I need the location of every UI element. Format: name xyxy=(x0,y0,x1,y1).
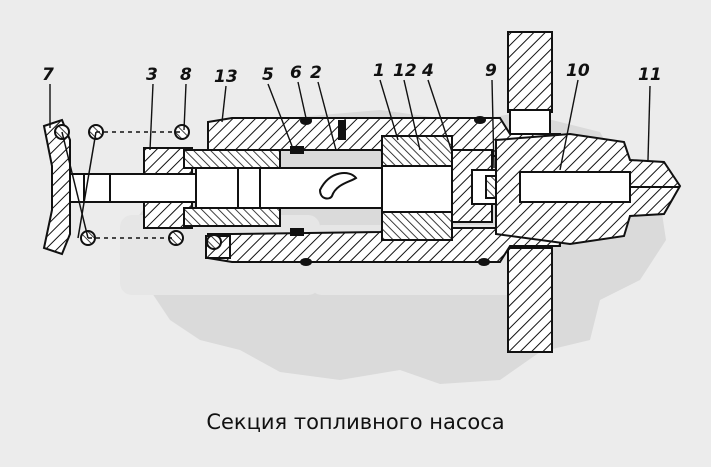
leader-lines xyxy=(49,79,651,171)
callout-1: 1 xyxy=(373,61,385,81)
callout-3: 3 xyxy=(146,65,158,85)
callout-labels: 7 3 8 13 5 6 2 1 12 4 9 10 11 xyxy=(42,61,662,87)
plunger-rod xyxy=(59,167,383,209)
callout-10: 10 xyxy=(566,61,590,81)
callout-6: 6 xyxy=(290,63,302,83)
callout-8: 8 xyxy=(180,65,192,85)
plunger-sleeve xyxy=(381,135,453,241)
callout-5: 5 xyxy=(262,65,274,85)
callout-13: 13 xyxy=(214,67,238,87)
seals xyxy=(290,116,490,266)
diagram-caption: Секция топливного насоса xyxy=(206,410,505,434)
union-fitting xyxy=(495,132,682,246)
plunger-spring xyxy=(54,124,222,250)
spring-retainer-left xyxy=(42,118,71,256)
callout-2: 2 xyxy=(310,63,322,83)
callout-9: 9 xyxy=(485,61,497,81)
callout-4: 4 xyxy=(421,61,434,81)
control-sleeve xyxy=(183,149,281,259)
callout-7: 7 xyxy=(42,65,54,85)
callout-12: 12 xyxy=(393,61,417,81)
plunger-helix xyxy=(318,172,358,200)
callout-11: 11 xyxy=(638,65,662,85)
